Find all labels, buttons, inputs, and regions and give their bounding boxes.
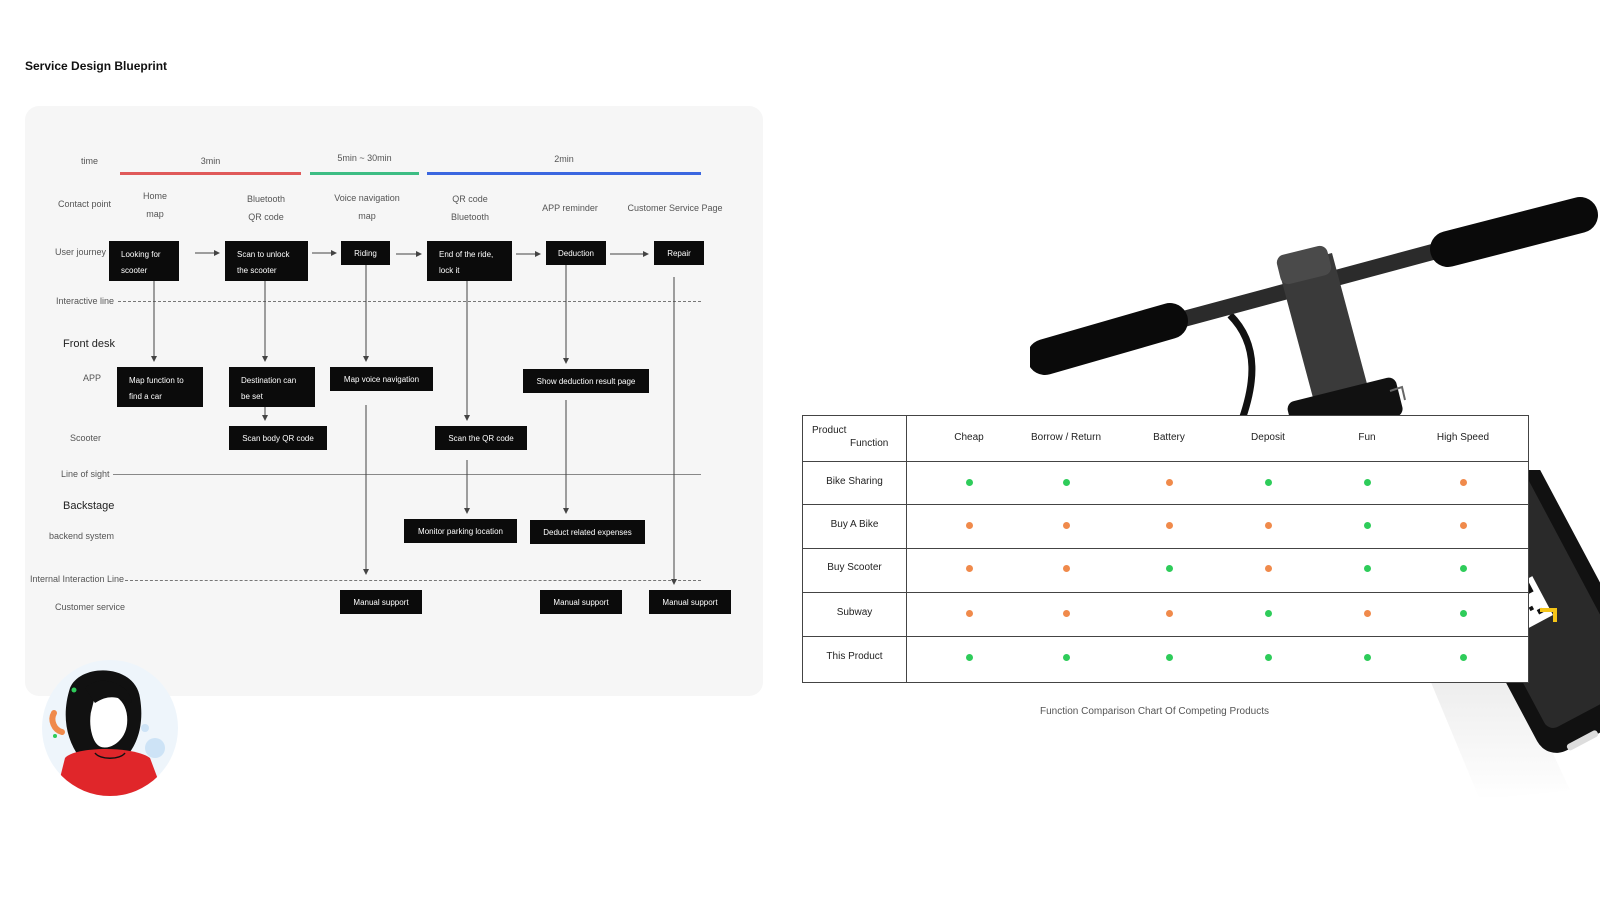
app-step: Show deduction result page [523, 369, 649, 393]
green-dot [1265, 610, 1272, 617]
journey-step: Deduction [546, 241, 606, 265]
green-dot [1460, 610, 1467, 617]
column-header: Deposit [1251, 432, 1285, 443]
orange-dot [1063, 565, 1070, 572]
orange-dot [966, 565, 973, 572]
green-dot [1460, 565, 1467, 572]
journey-step: Repair [654, 241, 704, 265]
backend-step: Monitor parking location [404, 519, 517, 543]
green-dot [1364, 654, 1371, 661]
scooter-step: Scan the QR code [435, 426, 527, 450]
scooter-step: Scan body QR code [229, 426, 327, 450]
table-divider [803, 461, 1528, 462]
column-header: Cheap [954, 432, 984, 443]
green-dot [1166, 565, 1173, 572]
green-dot [1166, 654, 1173, 661]
orange-dot [1166, 479, 1173, 486]
time-segment-bar [120, 172, 301, 175]
internal-interaction-line-label: Internal Interaction Line [30, 574, 125, 584]
table-divider [803, 504, 1528, 505]
orange-dot [1460, 479, 1467, 486]
table-caption: Function Comparison Chart Of Competing P… [1040, 706, 1269, 717]
journey-step: Riding [341, 241, 390, 265]
line-of-sight [113, 474, 701, 475]
line-of-sight-label: Line of sight [61, 469, 110, 479]
row-label: This Product [826, 651, 883, 662]
user-journey-label: User journey [55, 247, 107, 257]
support-step: Manual support [340, 590, 422, 614]
orange-dot [966, 522, 973, 529]
row-label: Subway [836, 607, 873, 618]
orange-dot [1265, 565, 1272, 572]
column-header: Borrow / Return [1030, 432, 1102, 443]
orange-dot [1063, 522, 1070, 529]
contact-point: Customer Service Page [627, 203, 723, 213]
app-step: Map voice navigation [330, 367, 433, 391]
avatar-illustration [42, 660, 178, 796]
interactive-line [118, 301, 701, 302]
orange-dot [1265, 522, 1272, 529]
table-divider [803, 592, 1528, 593]
column-header: High Speed [1436, 432, 1490, 443]
green-dot [1364, 479, 1371, 486]
interactive-line-label: Interactive line [56, 296, 115, 306]
green-dot [1265, 654, 1272, 661]
green-dot [1063, 479, 1070, 486]
green-dot [1063, 654, 1070, 661]
table-divider [803, 636, 1528, 637]
time-segment-label: 3min [200, 156, 221, 166]
app-row-label: APP [83, 373, 102, 383]
page-title: Service Design Blueprint [25, 59, 168, 73]
column-header: Fun [1358, 432, 1376, 443]
time-segment-bar [427, 172, 701, 175]
front-desk-heading: Front desk [63, 338, 115, 350]
time-segment-bar [310, 172, 419, 175]
green-dot [1364, 565, 1371, 572]
internal-interaction-line [125, 580, 701, 581]
header-product: Product [812, 425, 847, 436]
table-divider [906, 416, 907, 682]
orange-dot [1166, 522, 1173, 529]
header-function: Function [850, 438, 889, 449]
time-segment-label: 2min [554, 154, 574, 164]
support-step: Manual support [540, 590, 622, 614]
scooter-row-label: Scooter [70, 433, 102, 443]
time-label: time [81, 156, 99, 166]
orange-dot [1166, 610, 1173, 617]
table-divider [803, 548, 1528, 549]
comparison-table: Product Function Cheap Borrow / Return Bat… [802, 415, 1529, 683]
time-segment-label: 5min ~ 30min [337, 153, 392, 163]
green-dot [966, 479, 973, 486]
orange-dot [966, 610, 973, 617]
backend-system-label: backend system [49, 531, 115, 541]
journey-step: End of the ride,lock it [427, 241, 512, 281]
green-dot [1460, 654, 1467, 661]
orange-dot [1460, 522, 1467, 529]
green-dot [1364, 522, 1371, 529]
green-dot [966, 654, 973, 661]
backend-step: Deduct related expenses [530, 520, 645, 544]
row-label: Buy A Bike [830, 519, 879, 530]
support-step: Manual support [649, 590, 731, 614]
orange-dot [1364, 610, 1371, 617]
orange-dot [1063, 610, 1070, 617]
backstage-heading: Backstage [63, 500, 115, 512]
customer-service-label: Customer service [55, 602, 126, 612]
column-header: Battery [1153, 432, 1185, 443]
row-label: Bike Sharing [826, 476, 883, 487]
contact-point: APP reminder [542, 203, 598, 213]
row-label: Buy Scooter [827, 562, 882, 573]
scooter-handlebar-illustration [1030, 197, 1598, 425]
blueprint-connectors [151, 250, 677, 585]
contact-point-label: Contact point [58, 199, 112, 209]
green-dot [1265, 479, 1272, 486]
